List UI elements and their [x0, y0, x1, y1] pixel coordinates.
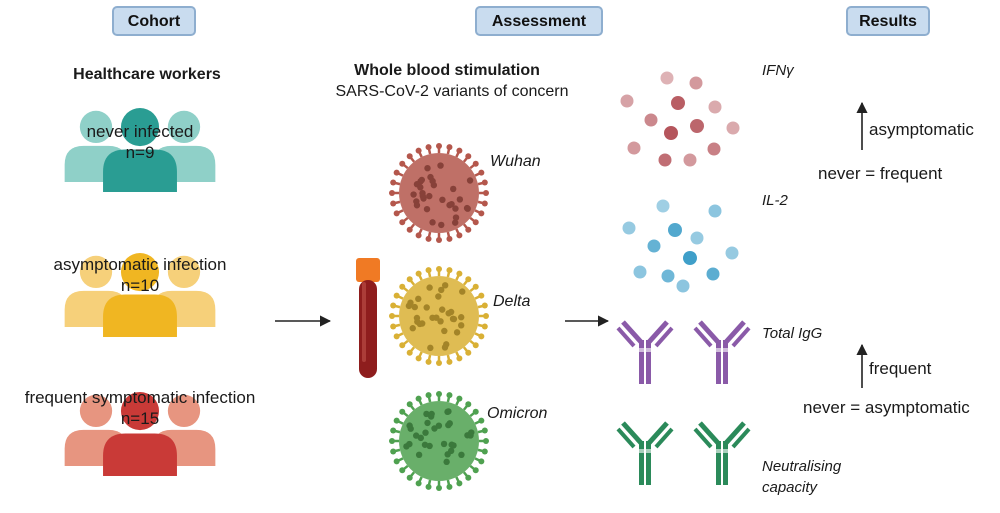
never-infected-people-icon [64, 108, 216, 192]
variant-label-omicron: Omicron [487, 405, 548, 422]
person-front-icon [103, 392, 177, 476]
igg-comparison: never = asymptomatic [803, 398, 970, 417]
wuhan-virus-icon [389, 143, 489, 243]
cohort-title: Healthcare workers [73, 66, 221, 83]
variant-label-wuhan: Wuhan [490, 153, 541, 170]
omicron-virus-icon [389, 391, 489, 491]
ifng-arrow-label: asymptomatic [869, 120, 974, 139]
frequent-symptomatic-people-icon [64, 392, 216, 476]
variant-label-delta: Delta [493, 293, 531, 310]
ifng-comparison: never = frequent [818, 164, 943, 183]
cohort-header: Cohort [112, 6, 196, 36]
igg-arrow-label: frequent [869, 359, 932, 378]
group-label-never: never infected [86, 122, 194, 141]
igg-antibody-icon [693, 320, 751, 384]
group-label-frequent: frequent symptomatic infection [24, 388, 256, 407]
group-n-asymptomatic: n=10 [120, 276, 160, 295]
igg-label: Total IgG [762, 325, 823, 342]
results-header: Results [846, 6, 930, 36]
assessment-header: Assessment [475, 6, 603, 36]
neut-label-line2: capacity [762, 479, 818, 496]
asymptomatic-people-icon [64, 253, 216, 337]
blood-tube-icon [356, 258, 380, 378]
igg-antibody-icon [616, 320, 674, 384]
neutralising-antibody-icon [693, 421, 751, 485]
assessment-title: Whole blood stimulation [354, 62, 540, 79]
person-front-icon [103, 108, 177, 192]
group-n-frequent: n=15 [120, 409, 160, 428]
group-n-never: n=9 [125, 143, 155, 162]
neut-label-line1: Neutralising [762, 458, 842, 475]
assessment-subtitle: SARS-CoV-2 variants of concern [335, 83, 569, 100]
il2-label: IL-2 [762, 192, 788, 209]
group-label-asymptomatic: asymptomatic infection [53, 255, 227, 274]
delta-virus-icon [389, 266, 489, 366]
ifng-label: IFNγ [762, 62, 794, 79]
ifng-dots-icon [620, 71, 740, 167]
il2-dots-icon [622, 199, 739, 293]
person-front-icon [103, 253, 177, 337]
neutralising-antibody-icon [616, 421, 674, 485]
